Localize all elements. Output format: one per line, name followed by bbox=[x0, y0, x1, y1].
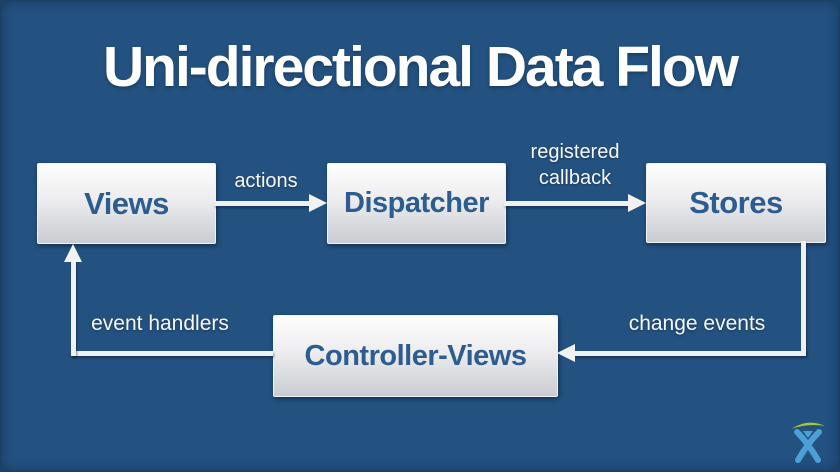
node-stores-label: Stores bbox=[689, 185, 783, 220]
node-dispatcher: Dispatcher bbox=[327, 163, 506, 244]
atlassian-charlie-logo-icon bbox=[789, 417, 827, 468]
node-controller-views: Controller-Views bbox=[273, 315, 558, 397]
edge-label-registered-callback: registered callback bbox=[530, 141, 620, 189]
edge-stores-controller-line bbox=[574, 351, 806, 356]
edge-up-to-views-line bbox=[71, 258, 76, 356]
page-title: Uni-directional Data Flow bbox=[102, 35, 739, 99]
edge-label-event-handlers: event handlers bbox=[91, 312, 229, 335]
arrowhead-right-icon bbox=[628, 194, 646, 212]
arrowhead-up-icon bbox=[64, 244, 82, 262]
edge-label-actions: actions bbox=[234, 170, 298, 192]
node-views: Views bbox=[37, 163, 216, 244]
edge-stores-down-line bbox=[801, 241, 806, 353]
node-dispatcher-label: Dispatcher bbox=[344, 187, 489, 219]
edge-label-change-events: change events bbox=[628, 312, 766, 335]
node-controller-views-label: Controller-Views bbox=[304, 339, 527, 372]
arrowhead-right-icon bbox=[309, 194, 327, 212]
arrowhead-left-icon bbox=[557, 344, 575, 362]
node-stores: Stores bbox=[646, 163, 826, 243]
edge-dispatcher-stores-line bbox=[504, 201, 630, 206]
node-views-label: Views bbox=[84, 185, 169, 221]
edge-views-dispatcher-line bbox=[214, 201, 311, 206]
edge-controller-left-line bbox=[71, 351, 273, 356]
